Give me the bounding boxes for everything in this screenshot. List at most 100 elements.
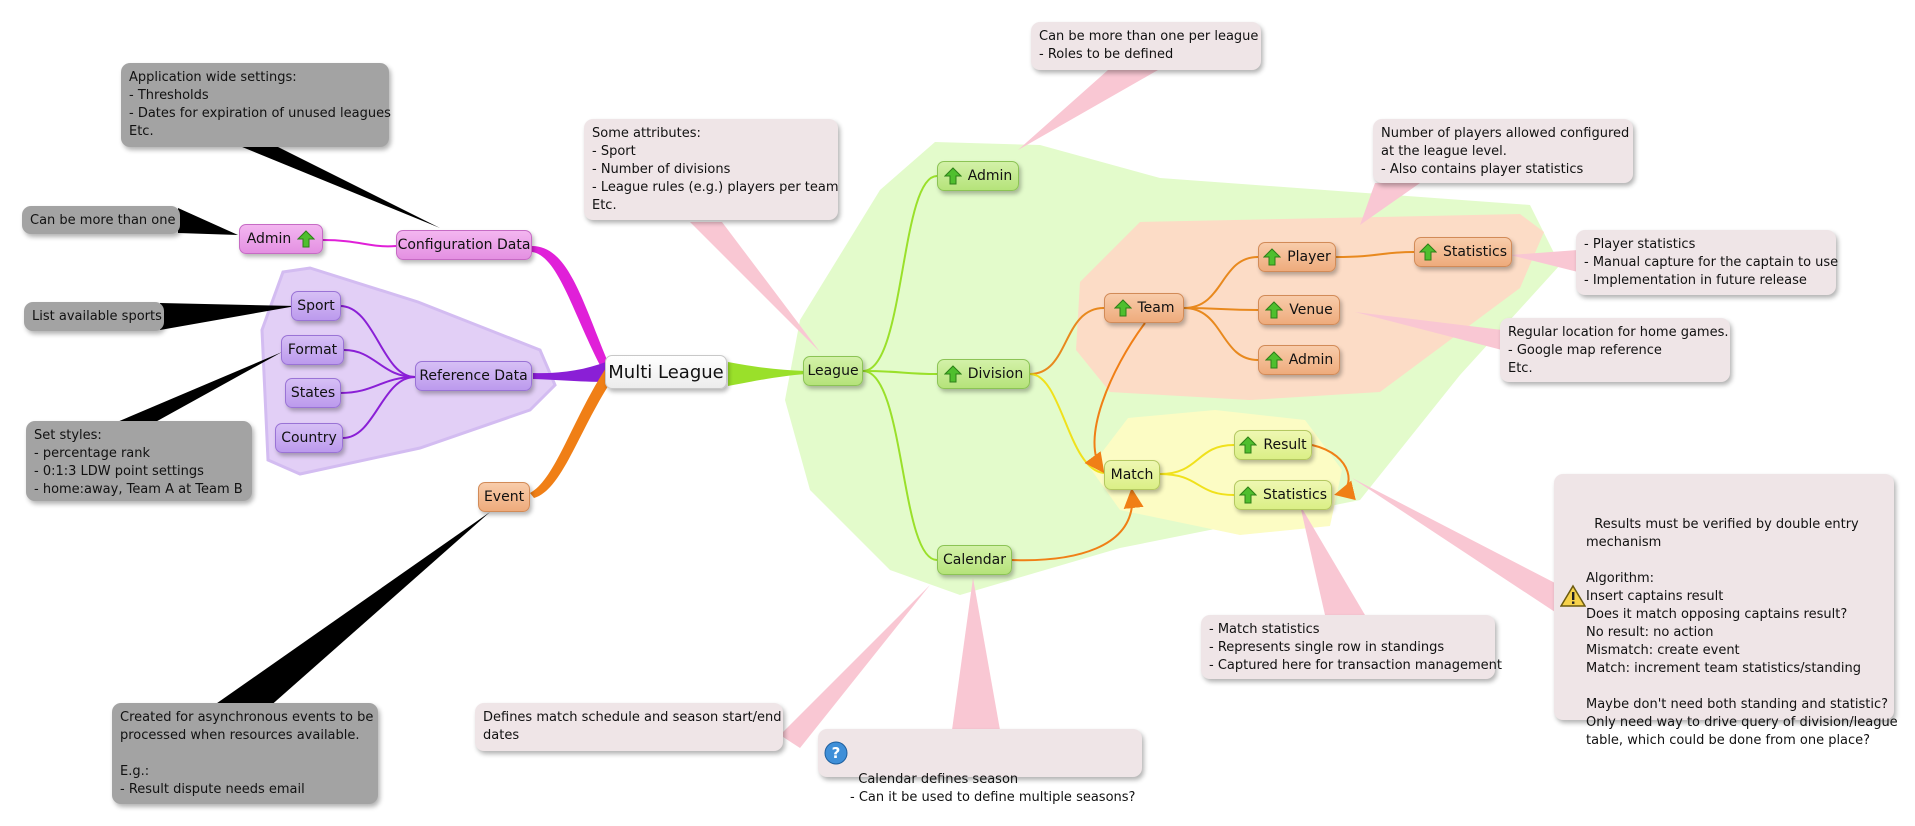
callout-admin (1018, 70, 1158, 150)
link-league-calendar (862, 370, 938, 561)
link-config-admin (322, 239, 397, 248)
node-event[interactable]: Event (478, 482, 530, 512)
link-ref-states (339, 376, 416, 394)
node-player-statistics[interactable]: Statistics (1414, 237, 1512, 267)
node-player[interactable]: Player (1258, 242, 1336, 272)
note-asynchronous-events: Created for asynchronous events to be pr… (112, 703, 378, 804)
node-admin[interactable]: Admin (937, 161, 1019, 191)
green-up-arrow-icon (1113, 299, 1132, 317)
callout-venue (1355, 312, 1502, 350)
root-label: Multi League (608, 361, 724, 383)
calendar-note-text: Calendar defines season - Can it be used… (850, 772, 1136, 805)
node-calendar[interactable]: Calendar (937, 545, 1012, 575)
callout-more-than-one (178, 208, 238, 235)
note-player-statistics: - Player statistics - Manual capture for… (1576, 230, 1838, 295)
note-match-statistics: - Match statistics - Represents single r… (1201, 615, 1502, 679)
link-team-admin (1183, 307, 1259, 361)
node-format[interactable]: Format (281, 335, 344, 365)
reference-data-label: Reference Data (419, 368, 528, 384)
green-up-arrow-icon (1239, 436, 1258, 454)
calendar-label: Calendar (943, 552, 1006, 568)
config-admin-label: Admin (246, 231, 292, 247)
callout-schedule (780, 585, 930, 748)
division-label: Division (967, 366, 1024, 382)
link-team-player (1183, 256, 1259, 309)
note-calendar-season: ? Calendar defines season - Can it be us… (818, 729, 1142, 805)
link-division-team (1029, 307, 1105, 375)
node-country[interactable]: Country (275, 423, 343, 453)
root-multi-league[interactable]: Multi League (605, 355, 727, 389)
node-match[interactable]: Match (1104, 460, 1160, 490)
link-result-statistics-arrow (1311, 444, 1356, 501)
note-can-be-more-than-one: Can be more than one (22, 206, 180, 234)
node-team[interactable]: Team (1104, 293, 1184, 323)
results-note-text: Results must be verified by double entry… (1586, 517, 1898, 748)
node-configuration-data[interactable]: Configuration Data (396, 230, 532, 260)
node-match-statistics[interactable]: Statistics (1234, 480, 1332, 510)
format-label: Format (287, 342, 338, 358)
admin-label: Admin (967, 168, 1013, 184)
callout-list-sports (160, 303, 296, 330)
node-division[interactable]: Division (937, 359, 1030, 389)
callout-app-settings (230, 142, 440, 228)
note-match-schedule: Defines match schedule and season start/… (475, 703, 783, 751)
link-ref-format (343, 349, 416, 378)
link-root-event (530, 368, 612, 498)
warning-icon (1560, 584, 1586, 607)
match-label: Match (1110, 467, 1154, 483)
link-ref-country (342, 376, 416, 439)
configuration-data-label: Configuration Data (397, 237, 531, 253)
result-label: Result (1263, 437, 1307, 453)
link-league-division (862, 370, 938, 375)
node-team-admin[interactable]: Admin (1258, 345, 1340, 375)
callout-set-styles (110, 352, 282, 425)
player-statistics-label: Statistics (1443, 244, 1507, 260)
callout-results (1352, 478, 1555, 612)
link-match-statistics (1159, 473, 1235, 496)
green-up-arrow-icon (1264, 351, 1283, 369)
green-up-arrow-icon (1419, 243, 1437, 261)
link-root-league (728, 362, 806, 386)
match-statistics-label: Statistics (1263, 487, 1327, 503)
green-up-arrow-icon (1239, 486, 1257, 504)
link-root-reference (533, 362, 608, 382)
node-result[interactable]: Result (1234, 430, 1312, 460)
note-admin-roles: Can be more than one per league - Roles … (1031, 22, 1261, 70)
node-venue[interactable]: Venue (1258, 295, 1340, 325)
team-admin-label: Admin (1288, 352, 1334, 368)
svg-text:?: ? (832, 744, 841, 762)
player-label: Player (1287, 249, 1331, 265)
node-sport[interactable]: Sport (291, 291, 341, 321)
green-up-arrow-icon (1263, 248, 1282, 266)
venue-label: Venue (1289, 302, 1333, 318)
note-results-verification: Results must be verified by double entry… (1554, 474, 1898, 748)
green-up-arrow-icon (943, 167, 962, 185)
link-ref-sport (339, 305, 416, 378)
callout-player-stats (1510, 250, 1578, 272)
link-match-result (1159, 444, 1235, 475)
note-league-attributes: Some attributes: - Sport - Number of div… (584, 119, 839, 220)
link-calendar-match-arrow (1011, 488, 1144, 562)
event-label: Event (483, 489, 525, 505)
callout-players (1360, 183, 1420, 225)
callout-event (210, 512, 490, 708)
note-application-settings: Application wide settings: - Thresholds … (121, 63, 391, 147)
callout-league-attributes (690, 222, 820, 352)
link-player-statistics (1335, 251, 1415, 258)
callout-calendar (952, 578, 1000, 730)
note-list-available-sports: List available sports (24, 302, 164, 331)
green-up-arrow-icon (943, 365, 962, 383)
node-config-admin[interactable]: Admin (239, 224, 323, 254)
question-icon: ? (824, 741, 848, 765)
note-venue-location: Regular location for home games. - Googl… (1500, 318, 1730, 382)
node-reference-data[interactable]: Reference Data (415, 361, 532, 391)
note-number-of-players: Number of players allowed configured at … (1373, 119, 1633, 183)
callout-match-stats (1300, 505, 1365, 615)
node-states[interactable]: States (285, 378, 341, 408)
league-label: League (807, 363, 859, 379)
team-label: Team (1137, 300, 1175, 316)
link-team-match-arrow (1084, 322, 1146, 474)
country-label: Country (281, 430, 337, 446)
node-league[interactable]: League (803, 356, 863, 386)
